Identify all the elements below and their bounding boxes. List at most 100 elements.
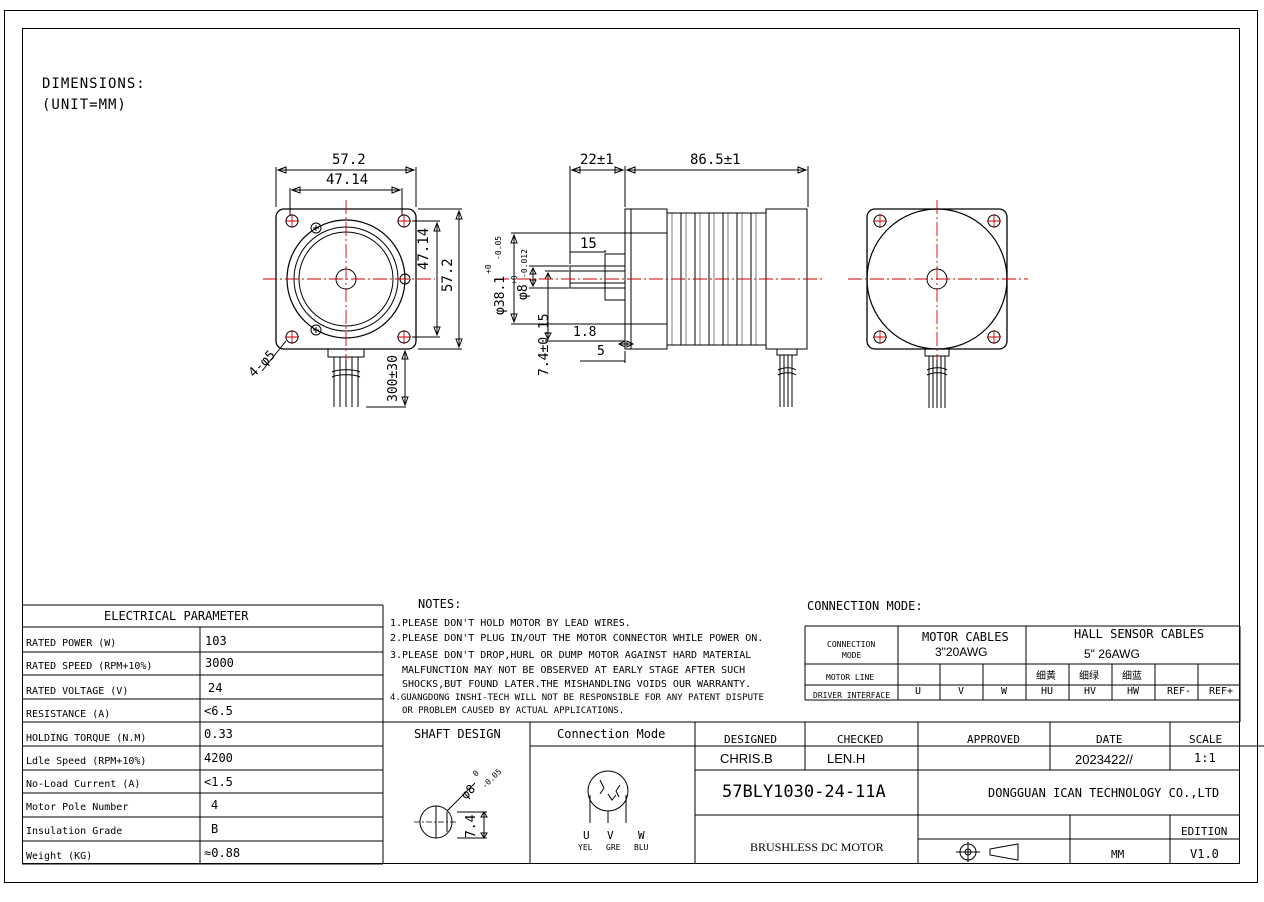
part-number: 57BLY1030-24-11A [722, 782, 886, 802]
edition-value: V1.0 [1190, 847, 1219, 861]
motor-cables-label: MOTOR CABLES [922, 630, 1009, 644]
note-line: SHOCKS,BUT FOUND LATER.THE MISHANDLING V… [402, 679, 752, 690]
date-label: DATE [1096, 733, 1123, 746]
param-value: 4200 [204, 751, 233, 765]
param-label: RATED SPEED (RPM+10%) [26, 661, 153, 672]
pin-label: REF- [1167, 686, 1192, 697]
front-width-inner-dim: 47.14 [326, 172, 369, 188]
wire-pin-u: U [583, 829, 590, 842]
note-line: 2.PLEASE DON'T PLUG IN/OUT THE MOTOR CON… [390, 633, 764, 644]
pin-label: HW [1127, 686, 1140, 697]
param-value: <1.5 [204, 775, 233, 789]
wire-pin-v: V [607, 829, 614, 842]
param-value: B [211, 822, 219, 836]
connection-mode-header: Connection Mode [557, 727, 666, 741]
product-name: BRUSHLESS DC MOTOR [750, 840, 884, 854]
param-label: Ldle Speed (RPM+10%) [26, 756, 147, 767]
designed-value: CHRIS.B [720, 751, 773, 766]
pin-label: W [1001, 686, 1008, 697]
param-label: Insulation Grade [26, 826, 123, 837]
front-height-inner-dim: 47.14 [416, 227, 432, 270]
driver-interface-label: DRIVER INTERFACE [813, 691, 891, 700]
shaft-length-dim: 22±1 [580, 152, 614, 168]
param-label: Motor Pole Number [26, 802, 129, 813]
pilot-diameter-dim: φ38.1 [493, 275, 508, 315]
wire-color-gre: GRE [606, 843, 621, 852]
note-line: 3.PLEASE DON'T DROP,HURL OR DUMP MOTOR A… [390, 650, 752, 661]
company-name: DONGGUAN ICAN TECHNOLOGY CO.,LTD [988, 786, 1220, 800]
drawing-frame-inner [22, 28, 1240, 864]
scale-label: SCALE [1189, 733, 1223, 746]
param-value: ≈0.88 [204, 846, 241, 860]
cable-length-dim: 300±30 [386, 355, 401, 402]
checked-label: CHECKED [837, 733, 884, 746]
hall-cables-label: HALL SENSOR CABLES [1074, 627, 1205, 641]
param-value: 0.33 [204, 727, 233, 741]
pin-label: REF+ [1209, 686, 1234, 697]
param-label: Weight (KG) [26, 851, 93, 862]
pilot-tol-upper: +0 [484, 264, 493, 274]
param-value: 3000 [205, 656, 234, 670]
param-label: HOLDING TORQUE (N.M) [26, 733, 147, 744]
shaft-tol-lower: -0.012 [520, 249, 529, 278]
wire-pin-w: W [638, 829, 645, 842]
front-width-outer-dim: 57.2 [332, 152, 366, 168]
date-value: 2023422// [1075, 752, 1133, 767]
table-grid [22, 604, 1264, 865]
param-value: 24 [208, 681, 223, 695]
hall-color-label: 细黄 [1036, 671, 1056, 682]
rear-view-centerlines [848, 200, 1028, 360]
projection-symbol-icon [956, 842, 1019, 862]
key-length-dim: 15 [580, 236, 597, 252]
param-label: RATED POWER (W) [26, 638, 117, 649]
front-height-outer-dim: 57.2 [440, 258, 456, 292]
checked-value: LEN.H [827, 751, 866, 766]
hall-cables-spec: 5" 26AWG [1084, 647, 1140, 661]
scale-value: 1:1 [1194, 751, 1216, 765]
side-view [510, 166, 809, 407]
shaft-tol-upper: +0 [510, 275, 519, 285]
param-value: 4 [211, 798, 219, 812]
param-label: No-Load Current (A) [26, 779, 141, 790]
dimensions-title: DIMENSIONS: [42, 76, 146, 92]
designed-label: DESIGNED [724, 733, 777, 746]
approved-label: APPROVED [967, 733, 1020, 746]
connection-mode-label: CONNECTION [827, 640, 876, 649]
param-value: 103 [205, 634, 227, 648]
motor-line-label: MOTOR LINE [826, 673, 875, 682]
front-view [261, 166, 463, 408]
wire-color-yel: YEL [578, 843, 593, 852]
edition-label: EDITION [1181, 825, 1228, 838]
dimensions-unit: (UNIT=MM) [42, 97, 127, 113]
connection-mode-label-2: MODE [842, 651, 862, 660]
pin-label: HU [1041, 686, 1054, 697]
note-line: MALFUNCTION MAY NOT BE OBSERVED AT EARLY… [402, 665, 746, 676]
pin-label: HV [1084, 686, 1097, 697]
unit-value: MM [1111, 848, 1125, 861]
drawing-frame-outer [4, 10, 1258, 883]
notes-title: NOTES: [418, 597, 462, 611]
wire-color-blu: BLU [634, 843, 649, 852]
flat-dim: 7.4±0.15 [537, 313, 552, 376]
pilot-depth-dim: 1.8 [573, 325, 597, 340]
connection-diagram [587, 770, 629, 823]
shaft-design-flat: 7.4 [464, 814, 479, 838]
note-line: 1.PLEASE DON'T HOLD MOTOR BY LEAD WIRES. [390, 618, 631, 629]
param-label: RATED VOLTAGE (V) [26, 686, 129, 697]
pilot-tol-lower: -0.05 [494, 235, 503, 260]
front-view-centerlines [263, 200, 435, 360]
note-line: 4.GUANGDONG INSHI-TECH WILL NOT BE RESPO… [390, 693, 764, 703]
flange-thickness-dim: 5 [597, 344, 605, 359]
param-label: RESISTANCE (A) [26, 709, 111, 720]
rear-view [866, 208, 1008, 408]
motor-cables-spec: 3"20AWG [935, 645, 988, 659]
pin-label: V [958, 686, 965, 697]
hall-color-label: 细蓝 [1122, 671, 1142, 682]
electrical-header: ELECTRICAL PARAMETER [104, 609, 249, 623]
body-length-dim: 86.5±1 [690, 152, 741, 168]
pin-label: U [915, 686, 922, 697]
param-value: <6.5 [204, 704, 233, 718]
hall-color-label: 细绿 [1079, 671, 1099, 682]
note-line: OR PROBLEM CAUSED BY ACTUAL APPLICATIONS… [402, 706, 625, 716]
